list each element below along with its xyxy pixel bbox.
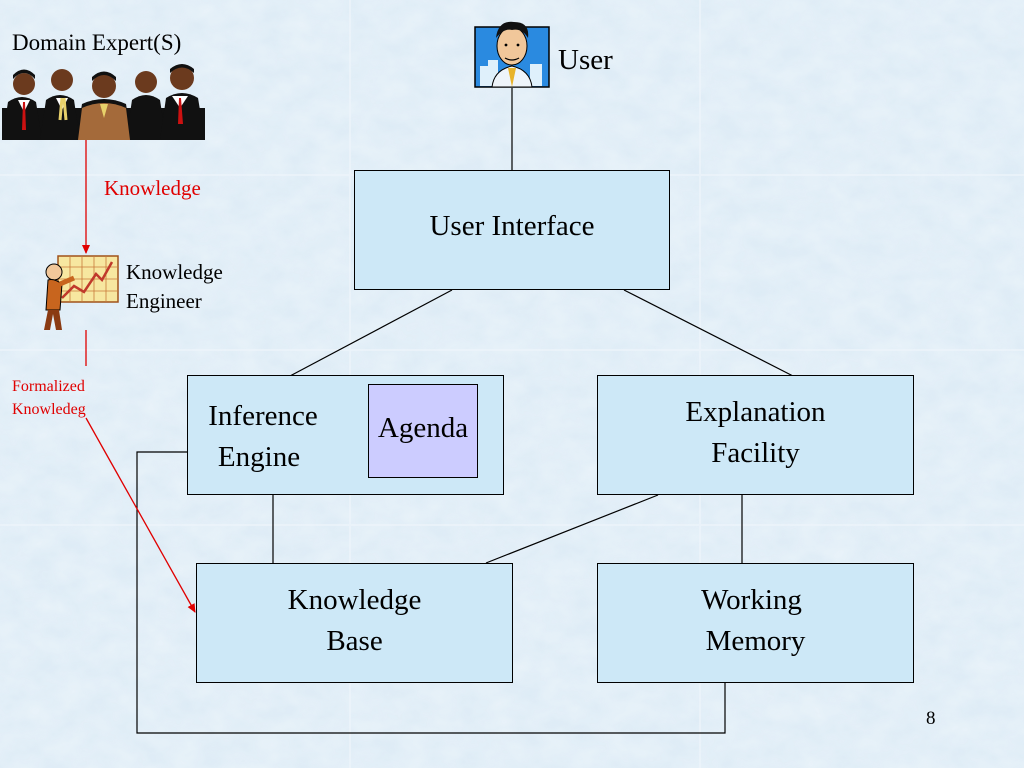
formalized-line-1: Formalized xyxy=(12,378,85,395)
line-explanation-to-kb xyxy=(485,494,659,564)
presenter-chart-icon xyxy=(44,255,119,330)
business-people-icon xyxy=(2,64,205,140)
line-wm-to-inference-loop xyxy=(136,451,726,734)
domain-expert-label: Domain Expert(S) xyxy=(12,30,182,55)
working-memory-label: Working Memory xyxy=(701,580,806,662)
knowledge-engineer-line-2: Engineer xyxy=(126,289,202,313)
knowledge-flow-label: Knowledge xyxy=(104,176,201,200)
wm-line-2: Memory xyxy=(705,625,806,657)
inference-line-2: Engine xyxy=(217,441,301,473)
wm-line-1: Working xyxy=(701,584,802,616)
formalized-knowledge-label: Formalized Knowledeg xyxy=(12,375,86,421)
knowledge-engineer-line-1: Knowledge xyxy=(126,260,223,284)
inference-engine-box: Inference Engine Agenda xyxy=(187,375,504,495)
page-number: 8 xyxy=(926,708,936,729)
kb-line-1: Knowledge xyxy=(287,584,422,616)
agenda-label: Agenda xyxy=(377,411,469,444)
explanation-line-2: Facility xyxy=(711,437,800,469)
kb-line-2: Base xyxy=(326,625,383,657)
arrow-formalized-to-kb xyxy=(85,417,196,613)
explanation-facility-label: Explanation Facility xyxy=(685,392,825,474)
agenda-box: Agenda xyxy=(368,384,478,478)
user-interface-box: User Interface xyxy=(354,170,670,290)
user-portrait-icon xyxy=(474,21,550,88)
working-memory-box: Working Memory xyxy=(597,563,914,683)
inference-engine-label: Inference Engine xyxy=(188,396,338,478)
inference-line-1: Inference xyxy=(208,400,318,432)
line-ui-to-inference xyxy=(289,289,453,377)
line-ui-to-explanation xyxy=(623,289,794,377)
user-label: User xyxy=(558,44,613,76)
explanation-facility-box: Explanation Facility xyxy=(597,375,914,495)
user-interface-label: User Interface xyxy=(429,209,595,242)
knowledge-base-box: Knowledge Base xyxy=(196,563,513,683)
knowledge-engineer-label: Knowledge Engineer xyxy=(126,258,223,316)
explanation-line-1: Explanation xyxy=(685,396,826,428)
knowledge-base-label: Knowledge Base xyxy=(288,580,422,662)
formalized-line-2: Knowledeg xyxy=(12,401,86,418)
